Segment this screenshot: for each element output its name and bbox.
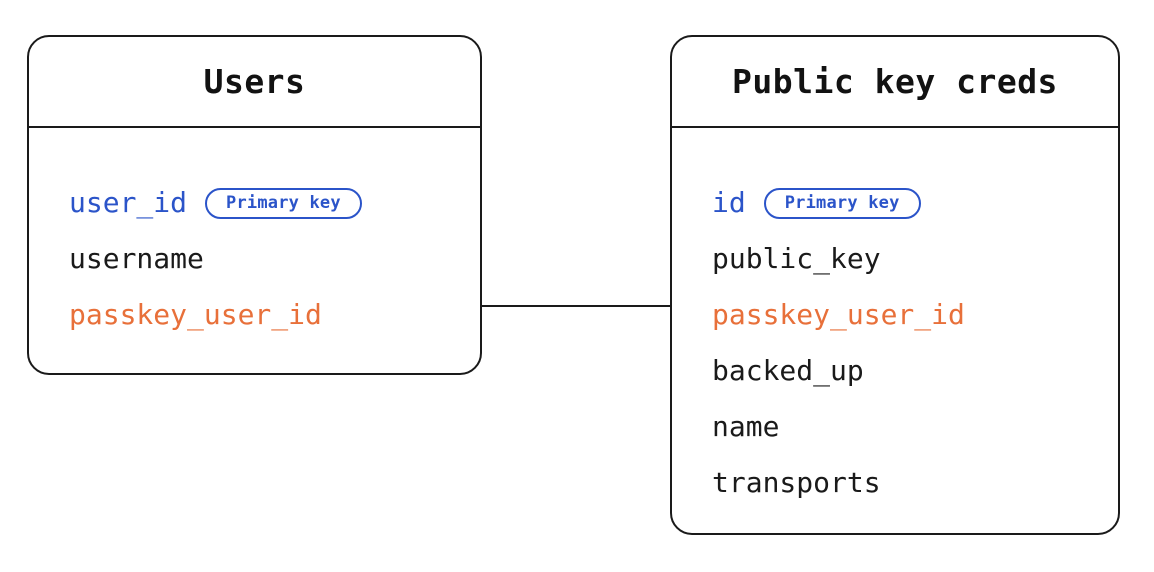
field-row-user-id[interactable]: user_id Primary key [29, 175, 480, 231]
field-row-transports[interactable]: transports [672, 455, 1118, 511]
field-name-id: id [712, 186, 746, 219]
entity-users-header: Users [29, 37, 480, 128]
entity-users-title: Users [203, 62, 306, 101]
field-row-name[interactable]: name [672, 399, 1118, 455]
relationship-connector-passkey-user-id [482, 305, 670, 307]
field-name-username: username [69, 242, 204, 275]
field-row-passkey-user-id[interactable]: passkey_user_id [672, 287, 1118, 343]
field-row-passkey-user-id[interactable]: passkey_user_id [29, 287, 480, 343]
field-name-transports: transports [712, 466, 881, 499]
field-name-passkey-user-id: passkey_user_id [69, 298, 322, 331]
field-row-backed-up[interactable]: backed_up [672, 343, 1118, 399]
entity-public-key-creds-fields: id Primary key public_key passkey_user_i… [672, 128, 1118, 535]
entity-users[interactable]: Users user_id Primary key username passk… [27, 35, 482, 375]
primary-key-badge: Primary key [763, 187, 921, 219]
entity-public-key-creds-title: Public key creds [732, 62, 1058, 101]
field-row-username[interactable]: username [29, 231, 480, 287]
primary-key-badge-label: Primary key [784, 192, 900, 213]
entity-public-key-creds[interactable]: Public key creds id Primary key public_k… [670, 35, 1120, 535]
field-row-public-key[interactable]: public_key [672, 231, 1118, 287]
entity-users-fields: user_id Primary key username passkey_use… [29, 128, 480, 375]
field-name-name: name [712, 410, 780, 443]
entity-public-key-creds-header: Public key creds [672, 37, 1118, 128]
field-name-backed-up: backed_up [712, 354, 864, 387]
field-name-passkey-user-id: passkey_user_id [712, 298, 965, 331]
field-name-user-id: user_id [69, 186, 188, 219]
primary-key-badge: Primary key [205, 187, 362, 219]
primary-key-badge-label: Primary key [226, 192, 341, 213]
field-name-public-key: public_key [712, 242, 881, 275]
field-row-id[interactable]: id Primary key [672, 175, 1118, 231]
